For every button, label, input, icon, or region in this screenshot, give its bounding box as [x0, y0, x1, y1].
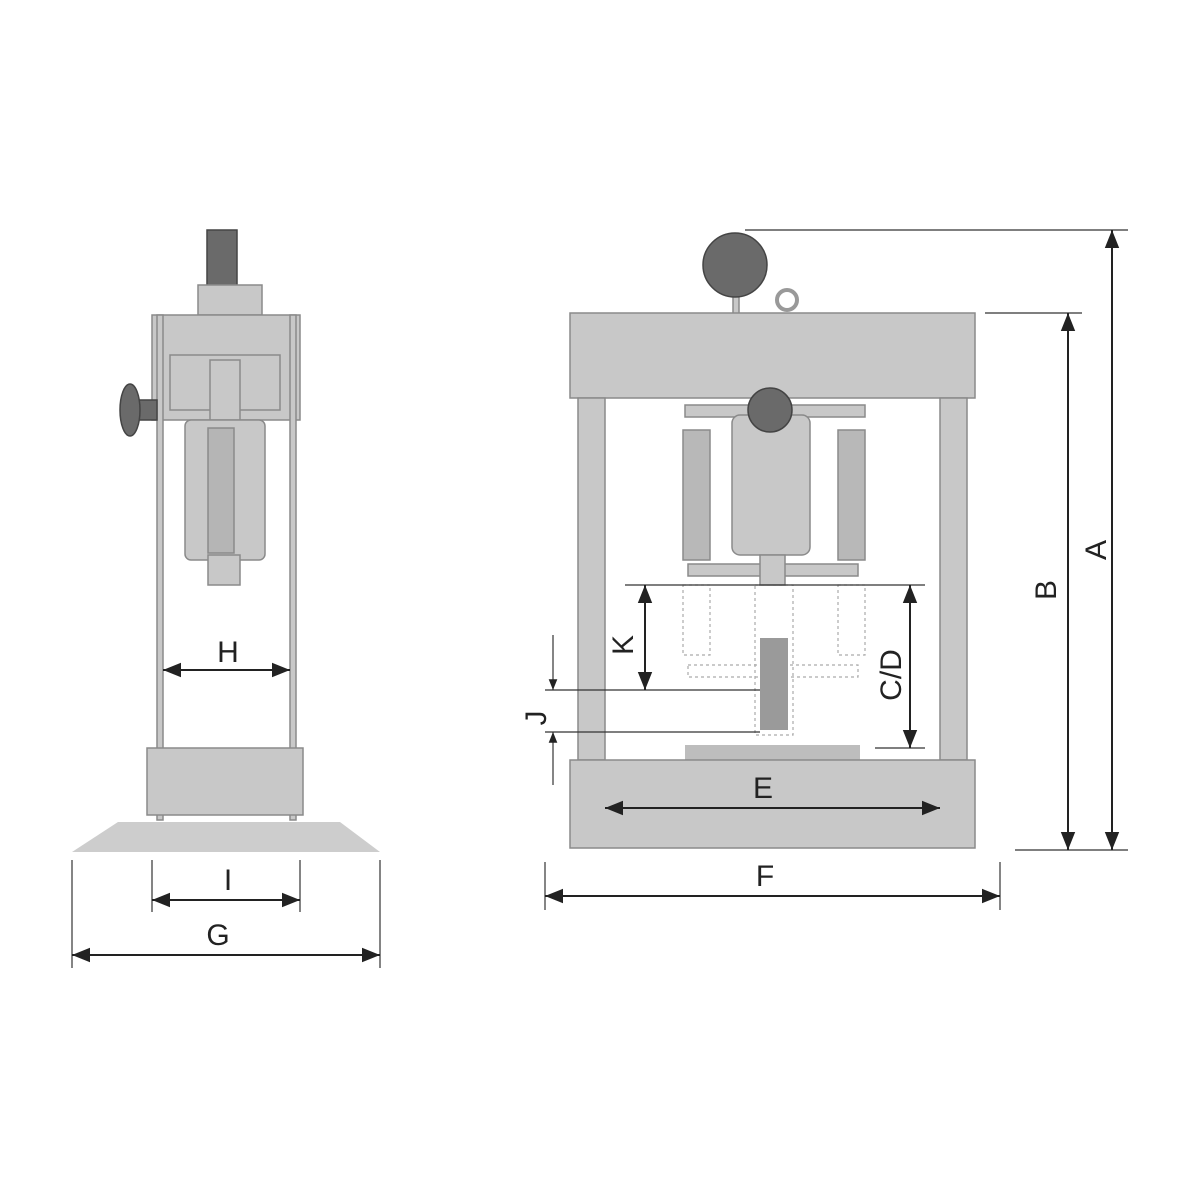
pressure-gauge-icon [702, 232, 768, 298]
base [72, 822, 380, 852]
label-k: K [607, 635, 640, 655]
label-cd: C/D [875, 649, 908, 701]
side-view [72, 229, 380, 852]
cylinder [731, 414, 811, 556]
gauge-edge [206, 229, 238, 291]
front-view [569, 232, 976, 849]
knob-icon [747, 387, 793, 433]
label-i: I [224, 864, 232, 897]
label-h: H [217, 636, 239, 669]
label-j: J [520, 711, 553, 726]
label-g: G [206, 919, 229, 952]
label-e: E [753, 772, 773, 805]
right-column [939, 397, 968, 761]
label-b: B [1030, 580, 1063, 600]
bed-plate [146, 747, 304, 816]
knob-icon [119, 383, 141, 437]
label-a: A [1080, 540, 1113, 560]
left-column [577, 397, 606, 761]
top-beam [569, 312, 976, 399]
label-f: F [756, 860, 774, 893]
